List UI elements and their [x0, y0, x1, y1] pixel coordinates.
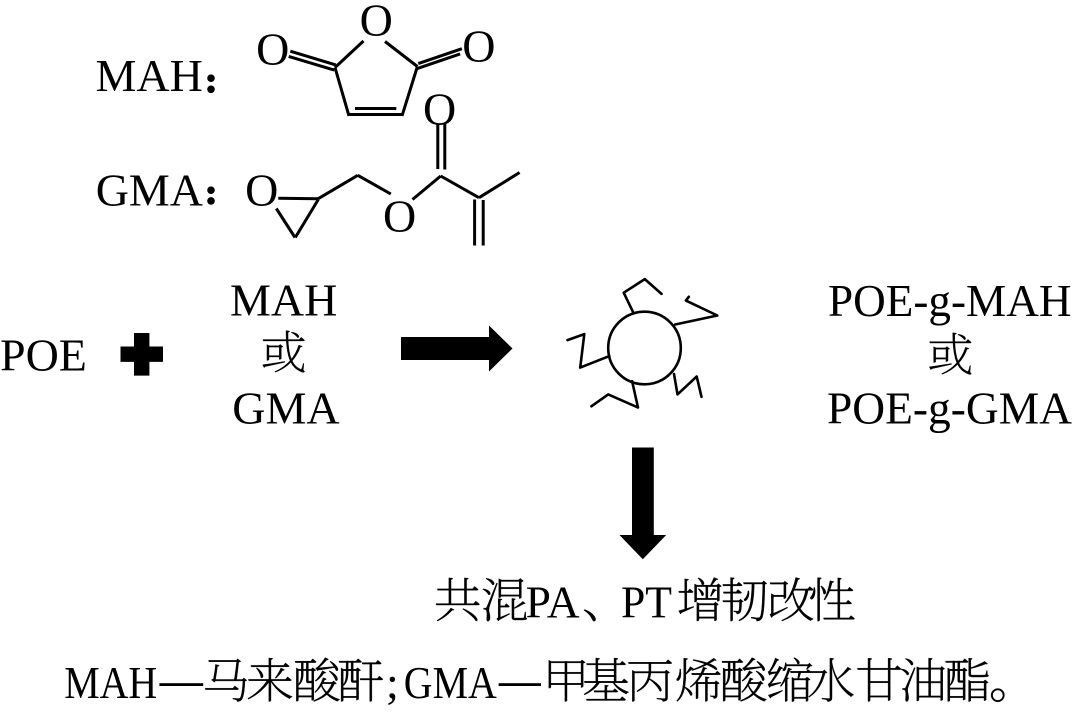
svg-text:GMA: GMA — [232, 383, 339, 434]
svg-text:MAH: MAH — [64, 657, 157, 708]
svg-text:PA: PA — [526, 577, 580, 628]
svg-text:MAH: MAH — [230, 275, 337, 326]
svg-text:O: O — [245, 165, 278, 216]
svg-text:GMA: GMA — [404, 657, 497, 708]
svg-text:MAH: MAH — [96, 50, 203, 101]
svg-text:;: ; — [386, 657, 399, 708]
svg-text:GMA: GMA — [96, 165, 203, 216]
svg-text:POE-g-MAH: POE-g-MAH — [828, 275, 1072, 326]
svg-text:O: O — [383, 191, 416, 242]
svg-text:O: O — [360, 0, 393, 46]
svg-text:POE-g-GMA: POE-g-GMA — [827, 382, 1072, 433]
svg-text:O: O — [462, 20, 495, 71]
svg-text:O: O — [423, 83, 456, 134]
svg-text:O: O — [256, 24, 289, 75]
svg-text:POE: POE — [0, 330, 87, 381]
svg-text:PT: PT — [621, 577, 672, 628]
